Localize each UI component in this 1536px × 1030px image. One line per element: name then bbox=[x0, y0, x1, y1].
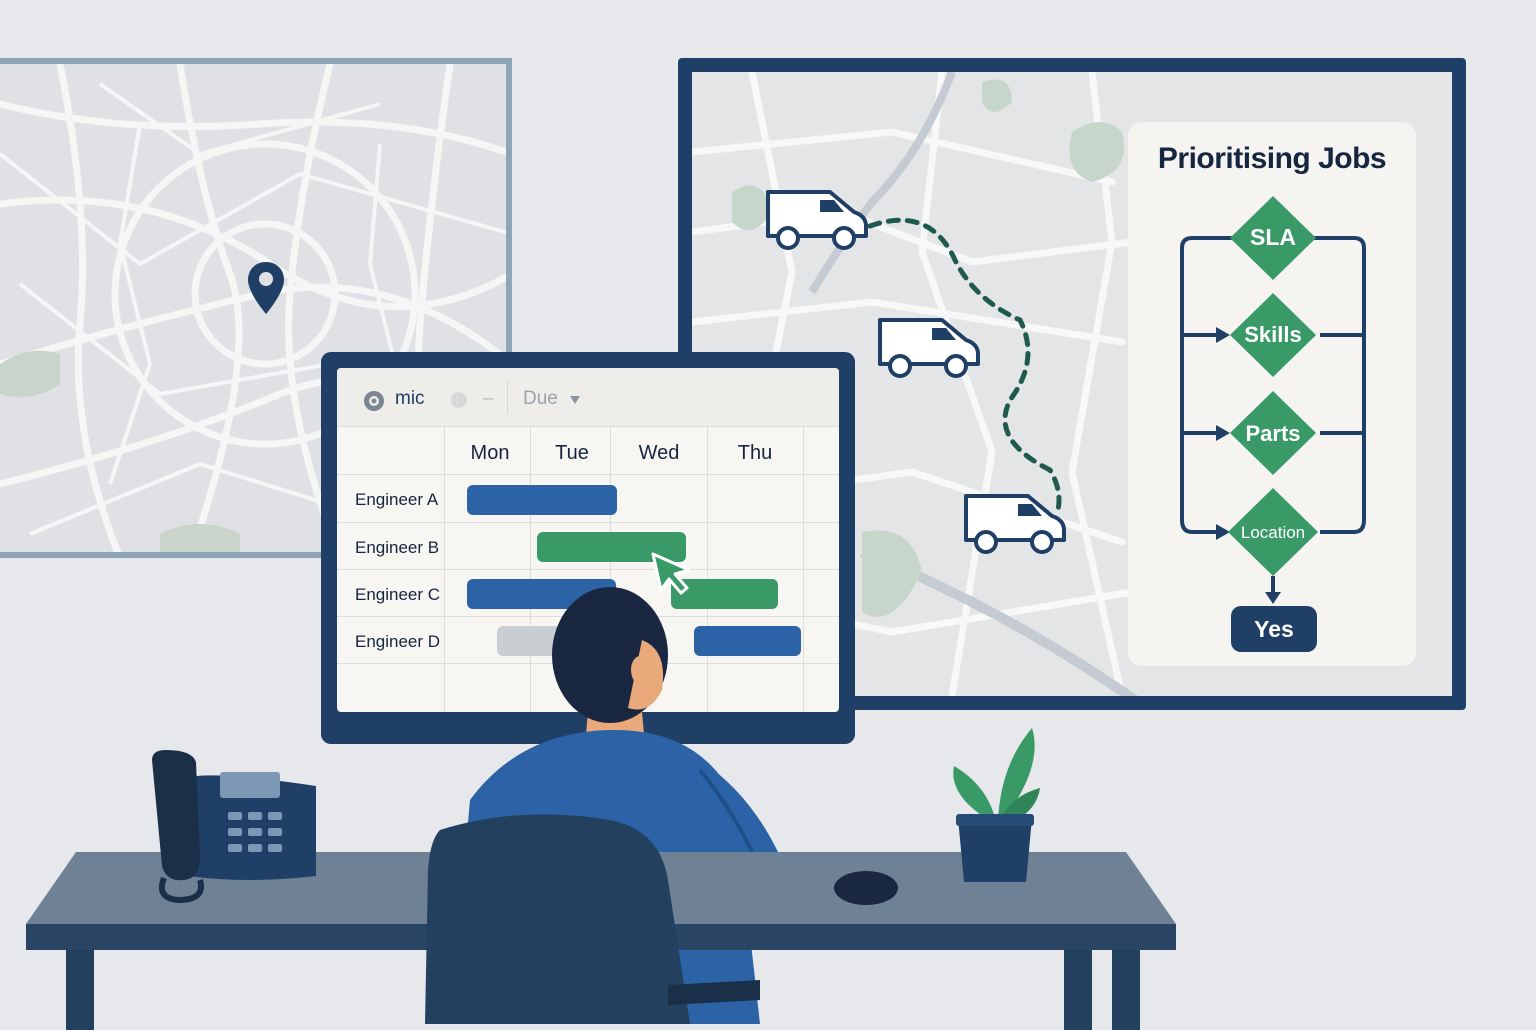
grid-line bbox=[337, 474, 839, 475]
grid-line bbox=[337, 569, 839, 570]
location-diamond bbox=[1228, 488, 1318, 576]
day-header: Mon bbox=[470, 442, 510, 464]
van-icon bbox=[878, 318, 980, 378]
plant-icon bbox=[953, 728, 1040, 882]
desk-phone-icon bbox=[152, 750, 316, 904]
toolbar-divider bbox=[507, 380, 508, 414]
desk-leg bbox=[1112, 950, 1140, 1030]
parts-diamond bbox=[1230, 391, 1316, 475]
sla-diamond bbox=[1230, 196, 1316, 280]
scheduler-screen: mic – Due Mon Tue Wed Thu Engineer A Eng… bbox=[337, 368, 839, 712]
cursor-icon bbox=[651, 552, 691, 595]
engineer-label: Engineer A bbox=[355, 490, 439, 509]
van-icon bbox=[964, 494, 1066, 554]
mouse-icon bbox=[834, 871, 898, 905]
mic-label[interactable]: mic bbox=[395, 388, 425, 409]
mic-icon[interactable] bbox=[363, 390, 385, 412]
engineer-label: Engineer C bbox=[355, 585, 441, 604]
job-bar[interactable] bbox=[671, 579, 778, 609]
job-bar[interactable] bbox=[467, 485, 617, 515]
skills-diamond bbox=[1230, 293, 1316, 377]
van-icon bbox=[766, 190, 868, 250]
status-dot-icon bbox=[451, 392, 467, 408]
scheduler-toolbar: mic – Due bbox=[337, 368, 839, 427]
day-header: Wed bbox=[638, 442, 680, 464]
engineer-label: Engineer B bbox=[355, 538, 440, 557]
panel-title: Prioritising Jobs bbox=[1157, 142, 1387, 175]
result-box: Yes bbox=[1231, 606, 1317, 652]
grid-line bbox=[337, 522, 839, 523]
desk-leg bbox=[66, 950, 94, 1030]
sort-dropdown-label[interactable]: Due bbox=[523, 388, 558, 409]
toolbar-separator: – bbox=[483, 388, 494, 409]
location-pin-icon bbox=[248, 262, 284, 314]
engineer-label: Engineer D bbox=[355, 632, 441, 651]
desk-leg bbox=[1064, 950, 1092, 1030]
day-header: Tue bbox=[555, 442, 589, 464]
chevron-down-icon[interactable] bbox=[569, 395, 581, 405]
day-header: Thu bbox=[737, 442, 773, 464]
left-wall-map bbox=[0, 58, 512, 558]
job-bar[interactable] bbox=[694, 626, 801, 656]
